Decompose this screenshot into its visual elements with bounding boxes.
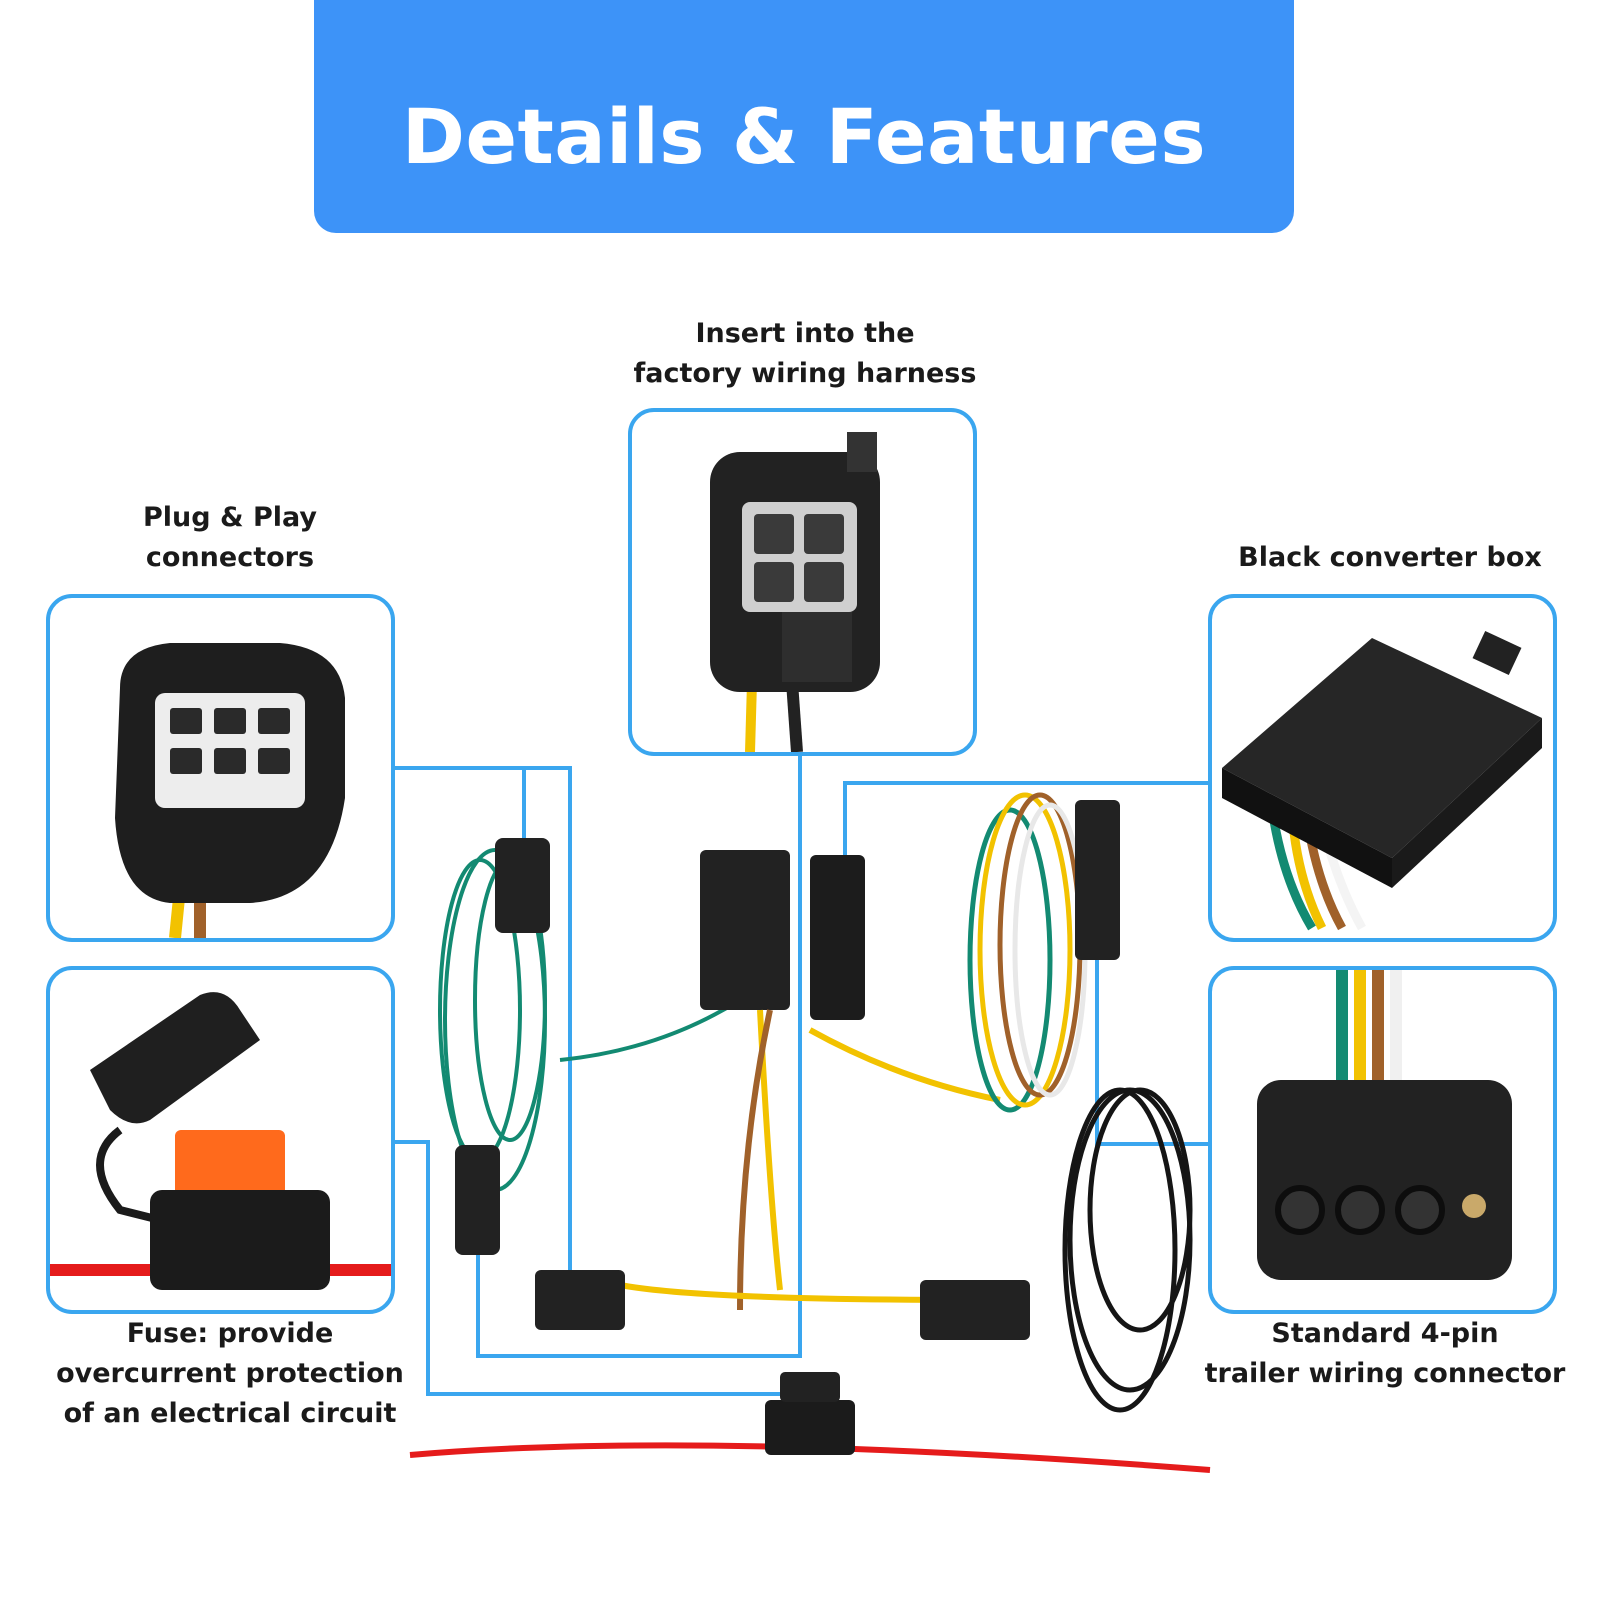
fourpin-socket-3 (1395, 1185, 1445, 1235)
fuse-cap-bottom (780, 1372, 840, 1402)
leader-converter (843, 781, 1211, 870)
panel-plug-play (46, 594, 395, 942)
harness-pin-3 (754, 562, 794, 602)
connector-right-upper (1075, 800, 1120, 960)
fuse-holder-bottom (765, 1400, 855, 1455)
label-plug-play-line2: connectors (145, 542, 315, 573)
label-converter-box-line1: Black converter box (1238, 542, 1542, 573)
fourpin-pin-4 (1462, 1194, 1486, 1218)
fuse-blade (175, 1130, 285, 1200)
panel-converter-box (1208, 594, 1557, 942)
harness-wire-black (786, 681, 803, 752)
plug-pin-1 (170, 708, 202, 734)
converter-box-main (700, 850, 790, 1010)
label-fuse-line3: of an electrical circuit (63, 1398, 397, 1429)
label-fuse: Fuse: provide overcurrent protection of … (40, 1314, 420, 1434)
green-wire-coil (438, 848, 742, 1192)
harness-pin-2 (804, 514, 844, 554)
label-fuse-line2: overcurrent protection (56, 1358, 404, 1389)
panel-4pin (1208, 966, 1557, 1314)
fuse-cap (90, 992, 260, 1124)
label-factory-harness-line2: factory wiring harness (633, 358, 977, 389)
label-4pin: Standard 4-pin trailer wiring connector (1190, 1314, 1580, 1394)
plug-pin-6 (258, 748, 290, 774)
converter-tab (1472, 630, 1522, 676)
converter-box-top (1222, 638, 1542, 858)
fuse-cap-strap (96, 1126, 161, 1224)
label-converter-box: Black converter box (1200, 538, 1580, 578)
label-factory-harness-line1: Insert into the (695, 318, 915, 349)
fourpin-socket-1 (1275, 1185, 1325, 1235)
header-banner: Details & Features (314, 0, 1294, 233)
converter-box-second (810, 855, 865, 1020)
plug-pin-5 (214, 748, 246, 774)
label-fuse-line1: Fuse: provide (126, 1318, 334, 1349)
fourpin-socket-2 (1335, 1185, 1385, 1235)
label-plug-play: Plug & Play connectors (80, 498, 380, 578)
harness-connector-latch (847, 432, 877, 472)
fuse-red-wire-bottom (409, 1442, 1211, 1473)
multicolor-wire-coil (967, 792, 1088, 1113)
converter-box-side (1222, 768, 1392, 888)
black-cable-coil (1062, 1087, 1193, 1413)
page-title: Details & Features (401, 92, 1207, 181)
harness-wire-yellow (745, 681, 757, 752)
plug-pin-3 (258, 708, 290, 734)
connector-bottom-left (535, 1270, 625, 1330)
label-4pin-line2: trailer wiring connector (1204, 1358, 1566, 1389)
panel-fuse (46, 966, 395, 1314)
plug-pin-2 (214, 708, 246, 734)
harness-pin-1 (754, 514, 794, 554)
label-plug-play-line1: Plug & Play (143, 502, 317, 533)
leader-top (476, 753, 802, 1358)
label-factory-harness: Insert into the factory wiring harness (610, 314, 1000, 394)
fourpin-housing (1257, 1080, 1512, 1280)
label-4pin-line1: Standard 4-pin (1271, 1318, 1499, 1349)
panel-factory-harness (628, 408, 977, 756)
connector-left-lower (455, 1145, 500, 1255)
connector-left-upper (495, 838, 550, 933)
plug-pin-4 (170, 748, 202, 774)
leader-plug-play (394, 766, 572, 1274)
converter-box-front (1392, 718, 1542, 888)
fuse-holder (150, 1190, 330, 1290)
harness-pin-4 (804, 562, 844, 602)
yellow-brown-harness (619, 1009, 1001, 1311)
harness-connector-rib (782, 612, 852, 682)
connector-bottom-right (920, 1280, 1030, 1340)
